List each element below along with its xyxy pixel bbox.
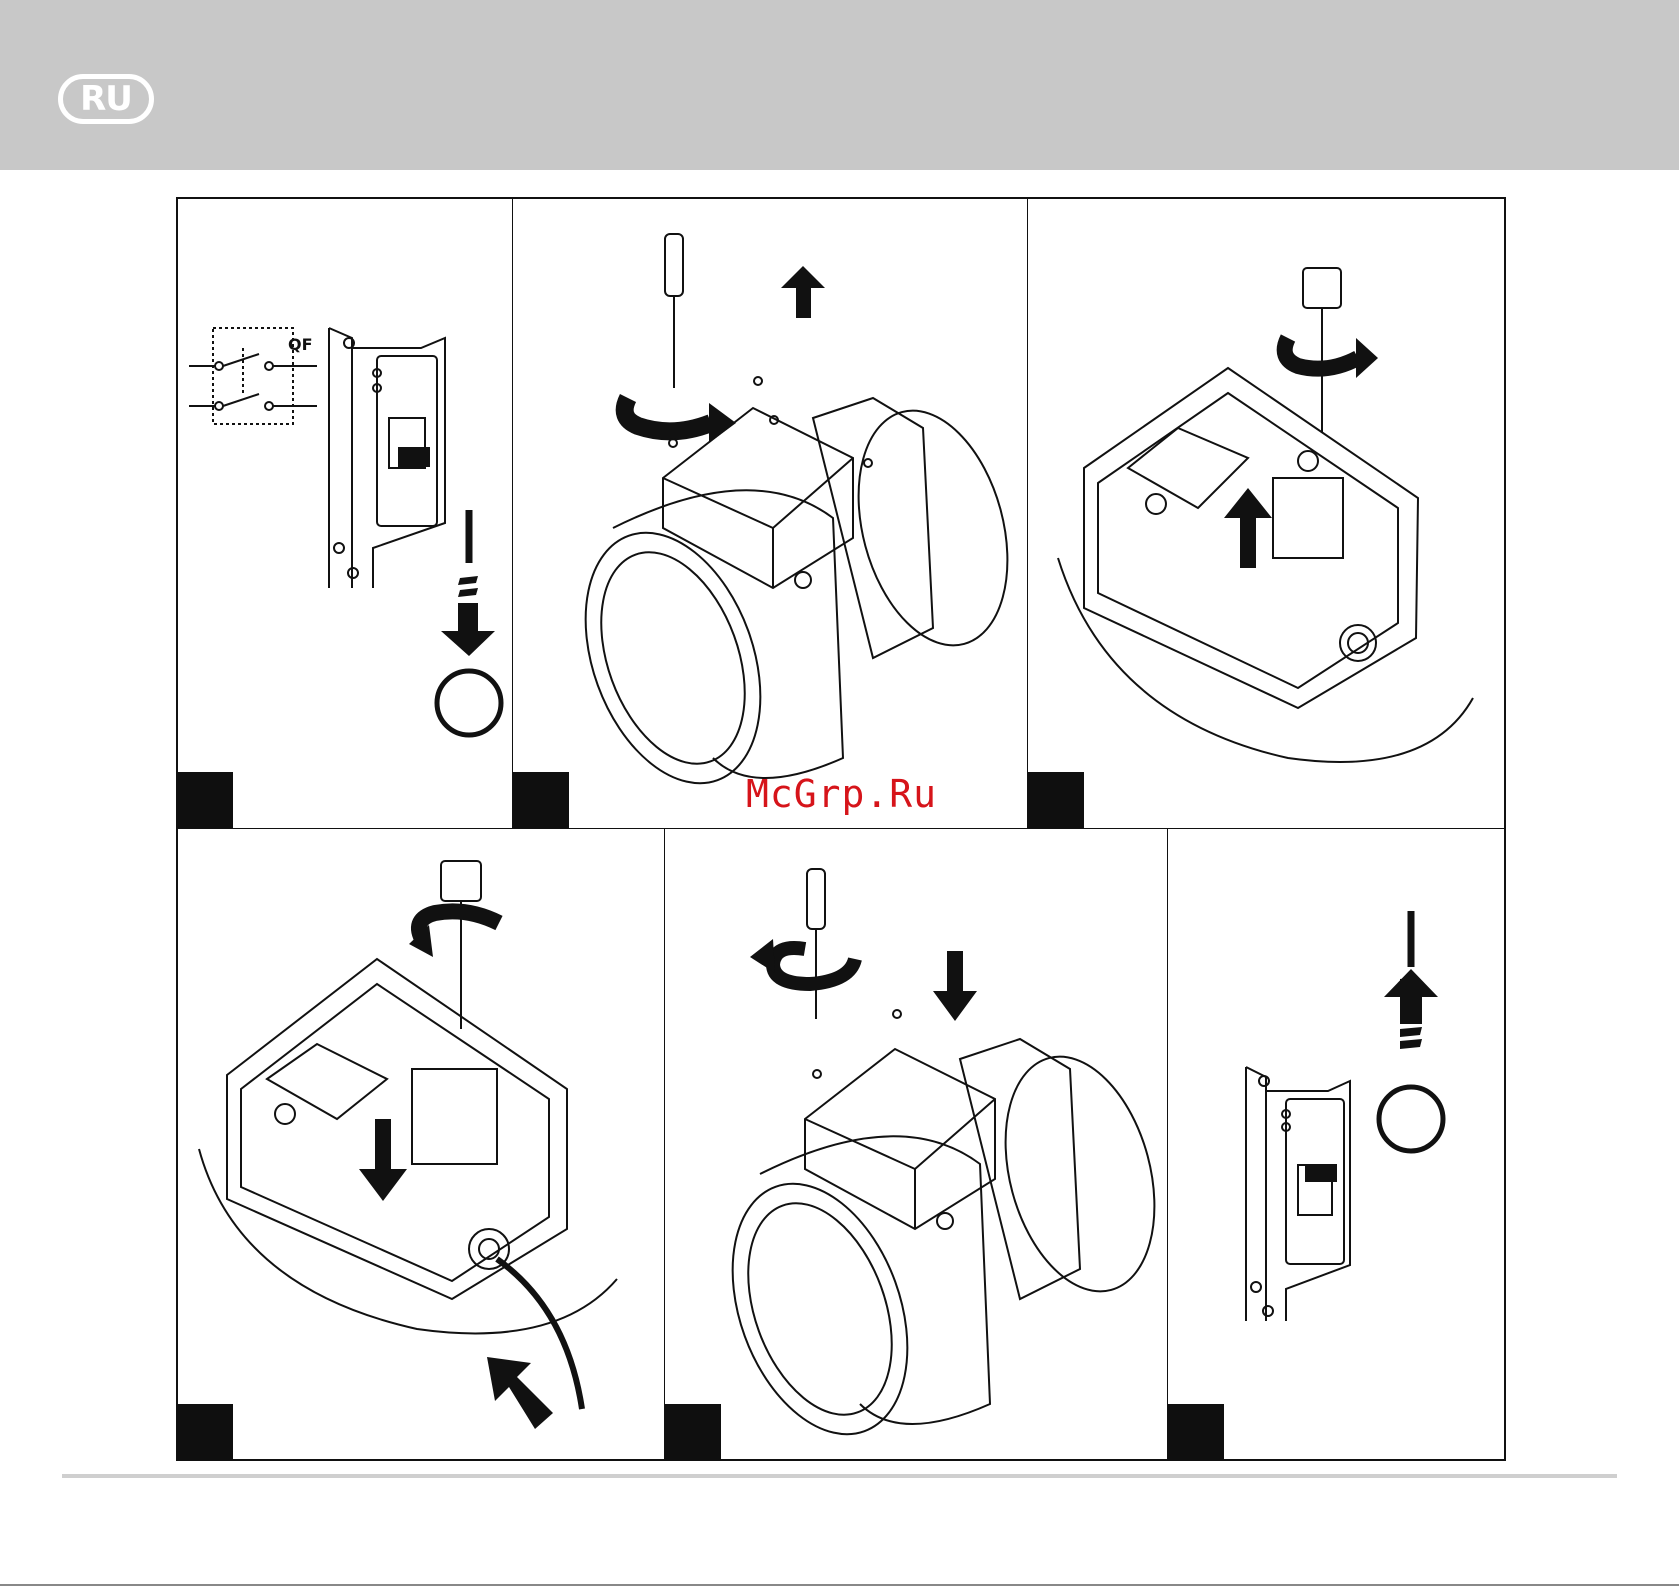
panel-step-1: QF — [176, 197, 513, 829]
panel-step-6 — [1167, 828, 1506, 1461]
breaker-label: QF — [288, 335, 313, 354]
terminal-block-open-icon — [1028, 198, 1506, 829]
language-badge: RU — [58, 74, 154, 124]
language-code: RU — [80, 79, 132, 119]
header-band — [0, 0, 1679, 170]
page-bottom-divider — [0, 1584, 1679, 1586]
panel-step-3 — [1027, 197, 1506, 829]
step-number-box — [665, 1404, 721, 1460]
step-number-box — [177, 772, 233, 828]
wire-connection-icon — [177, 829, 665, 1461]
step-number-box — [1168, 1404, 1224, 1460]
footer-divider — [62, 1474, 1617, 1478]
circuit-breaker-on-icon — [1168, 829, 1506, 1461]
unscrew-cover-icon — [513, 198, 1028, 829]
panel-step-2 — [512, 197, 1028, 829]
watermark-text: McGrp.Ru — [746, 772, 937, 816]
step-number-box — [513, 772, 569, 828]
panel-step-5 — [664, 828, 1168, 1461]
step-number-box — [1028, 772, 1084, 828]
circuit-breaker-off-icon: QF — [177, 198, 513, 829]
screw-cover-back-icon — [665, 829, 1168, 1461]
step-number-box — [177, 1404, 233, 1460]
panel-step-4 — [176, 828, 665, 1461]
